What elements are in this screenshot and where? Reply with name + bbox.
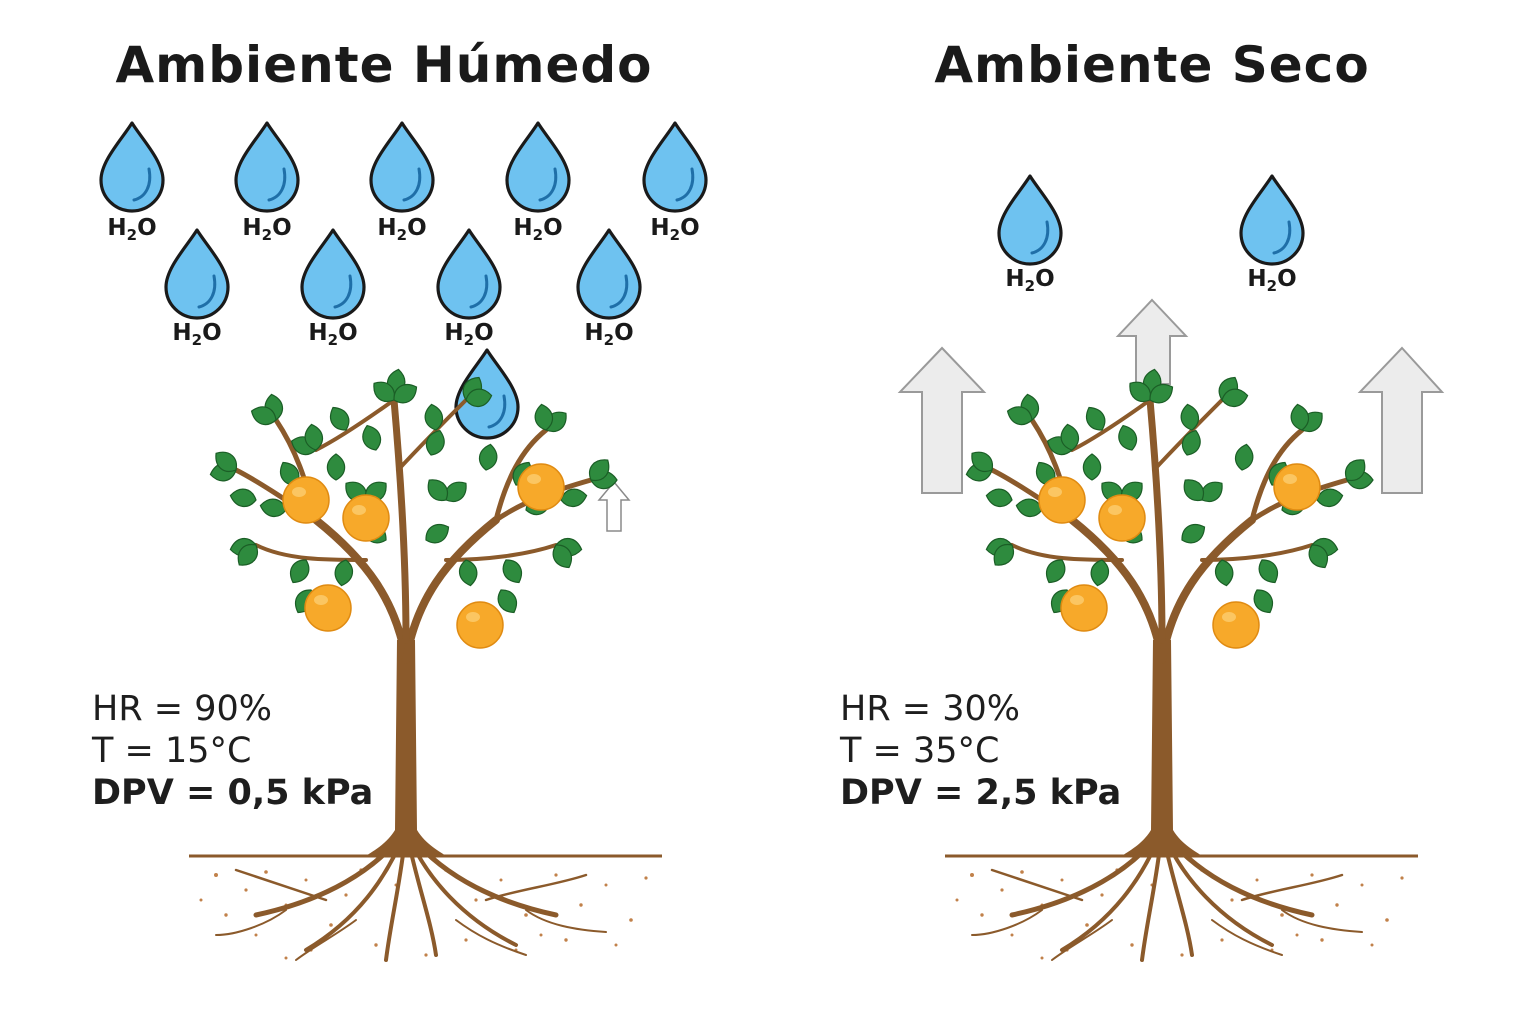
dry-environment-panel: Ambiente Seco H2O H2O HR = 30% T = 35°C … <box>768 0 1536 1024</box>
water-droplet-icon <box>436 228 502 320</box>
h2o-label: H2O <box>242 215 291 244</box>
humid-panel-title: Ambiente Húmedo <box>115 36 653 94</box>
upward-arrow-icon <box>897 346 987 494</box>
water-droplet-icon <box>997 174 1063 266</box>
h2o-label: H2O <box>107 215 156 244</box>
dry-panel-title: Ambiente Seco <box>934 36 1370 94</box>
relative-humidity: HR = 30% <box>840 689 1021 729</box>
humid-scene: H2O H2O H2O H2O H2O H2O H2O H2O H2O <box>99 121 708 1024</box>
water-droplet-icon <box>99 121 165 213</box>
water-droplet-icon <box>1239 174 1305 266</box>
h2o-label: H2O <box>650 215 699 244</box>
dry-stats: HR = 30% T = 35°C DPV = 2,5 kPa <box>840 688 1121 814</box>
dry-scene: H2O H2O <box>897 174 1445 1024</box>
upward-arrow-icon <box>597 480 631 532</box>
droplet-group-dry <box>997 174 1305 266</box>
h2o-label: H2O <box>513 215 562 244</box>
vapor-pressure-deficit: DPV = 2,5 kPa <box>840 773 1122 813</box>
humid-stats: HR = 90% T = 15°C DPV = 0,5 kPa <box>92 688 373 814</box>
humid-environment-panel: Ambiente Húmedo H2O H2O H2O H2O H2O H2O … <box>92 36 708 1024</box>
h2o-label: H2O <box>584 320 633 349</box>
upward-arrow-icon <box>1357 346 1445 494</box>
water-droplet-icon <box>369 121 435 213</box>
temperature: T = 15°C <box>92 731 252 771</box>
h2o-label: H2O <box>444 320 493 349</box>
h2o-label: H2O <box>1005 266 1054 295</box>
water-droplet-icon <box>642 121 708 213</box>
water-droplet-icon <box>164 228 230 320</box>
h2o-label: H2O <box>172 320 221 349</box>
temperature: T = 35°C <box>840 731 1000 771</box>
vapor-pressure-deficit: DPV = 0,5 kPa <box>92 773 374 813</box>
h2o-label: H2O <box>377 215 426 244</box>
h2o-label: H2O <box>1247 266 1296 295</box>
water-droplet-icon <box>505 121 571 213</box>
relative-humidity: HR = 90% <box>92 689 273 729</box>
orange-tree-icon <box>945 368 1418 960</box>
orange-tree-icon <box>189 368 662 960</box>
h2o-label: H2O <box>308 320 357 349</box>
water-droplet-icon <box>234 121 300 213</box>
water-droplet-icon <box>576 228 642 320</box>
water-droplet-icon <box>300 228 366 320</box>
